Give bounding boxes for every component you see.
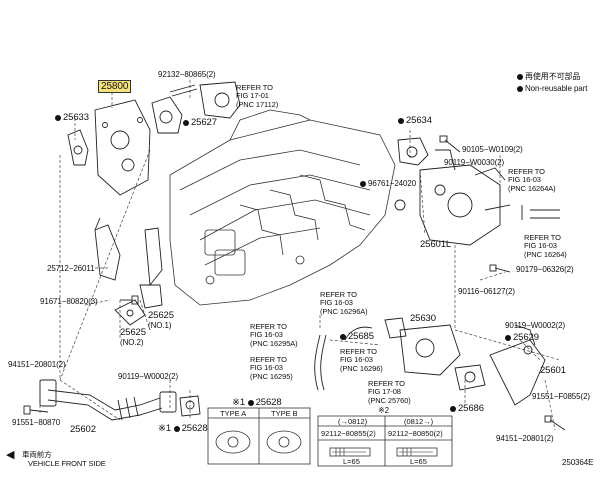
r1-l2: FIG 17-01 xyxy=(236,91,269,101)
part-25628b-num: 25628 xyxy=(248,397,282,408)
r3-l2: FIG 16-03 xyxy=(524,241,557,251)
part-25628-label[interactable]: ※1 25628 xyxy=(158,424,208,434)
r1-l3: (PNC 17112) xyxy=(236,99,279,109)
r3-l1: REFER TO xyxy=(524,233,561,242)
r8-l3: (PNC 25760) xyxy=(368,395,411,405)
r4-l1: REFER TO xyxy=(320,290,357,299)
part-91551b-label[interactable]: 91551−80870 xyxy=(12,418,61,427)
part-25712-label[interactable]: 25712−26011 xyxy=(47,264,95,273)
part-25625-no2-sub: (NO.2) xyxy=(120,338,144,347)
type-b-label: TYPE B xyxy=(271,409,298,418)
legend-nonreusable-text: Non-reusable part xyxy=(525,84,588,93)
part-25628-num: 25628 xyxy=(174,423,208,434)
legend-reusable: 再使用不可部品 xyxy=(517,72,580,81)
legend-nonreusable: Non-reusable part xyxy=(517,84,587,93)
r7-l1: REFER TO xyxy=(250,355,287,364)
part-25625-no1-label[interactable]: 25625 xyxy=(148,310,174,321)
part-96761-label[interactable]: 96761−24020 xyxy=(360,179,416,188)
part-25686-label[interactable]: 25686 xyxy=(450,404,484,414)
part-25628b-label[interactable]: ※1 25628 xyxy=(232,398,282,408)
part-25601L-label[interactable]: 25601L xyxy=(420,239,452,250)
part-25625-no1-sub: (NO.1) xyxy=(148,321,172,330)
r1-l1: REFER TO xyxy=(236,83,273,92)
vehicle-front-arrow-icon: ◀ xyxy=(6,449,15,461)
r8-l2: FIG 17-08 xyxy=(368,387,401,397)
table-part-92112-80855[interactable]: 92112−80855(2) xyxy=(321,429,376,438)
r6-l1: REFER TO xyxy=(340,347,377,356)
r3-l3: (PNC 16264) xyxy=(524,249,567,259)
part-91551a-label[interactable]: 91551−F0855(2) xyxy=(532,392,590,401)
legend-reusable-text: 再使用不可部品 xyxy=(525,72,581,81)
r5-l2: FIG 16-03 xyxy=(250,330,283,340)
r7-l2: FIG 16-03 xyxy=(250,363,283,373)
table-col2-header: (0812→) xyxy=(404,417,434,426)
table-col1-header: (→0812) xyxy=(338,417,368,426)
part-90116-label[interactable]: 90116−06127(2) xyxy=(458,287,515,296)
part-91671-label[interactable]: 91671−80820(3) xyxy=(40,297,98,306)
part-25602-label[interactable]: 25602 xyxy=(70,424,96,435)
marker1-b: ※1 xyxy=(232,397,246,408)
part-90179-label[interactable]: 90179−06326(2) xyxy=(516,265,574,274)
part-25625-no2-label[interactable]: 25625 xyxy=(120,327,146,338)
r2-l2: FIG 16-03 xyxy=(508,175,541,185)
table-dim2: L=65 xyxy=(410,457,427,466)
r2-l1: REFER TO xyxy=(508,167,545,176)
part-25627-label[interactable]: 25627 xyxy=(183,118,217,128)
part-94151a-label[interactable]: 94151−20801(2) xyxy=(496,434,554,443)
part-94151b-label[interactable]: 94151−20801(2) xyxy=(8,360,66,369)
figure-id: 250364E xyxy=(562,458,594,467)
r4-l2: FIG 16-03 xyxy=(320,298,353,308)
part-25800-label[interactable]: 25800 xyxy=(98,80,132,93)
type-a-label: TYPE A xyxy=(220,409,247,418)
table-dim1: L=65 xyxy=(343,457,360,466)
part-25634-label[interactable]: 25634 xyxy=(398,116,432,126)
part-25633-label[interactable]: 25633 xyxy=(55,113,89,123)
part-90105-label[interactable]: 90105−W0109(2) xyxy=(462,145,523,154)
r4-l3: (PNC 16296A) xyxy=(320,306,368,316)
vehicle-front-jp: 車両前方 xyxy=(22,450,52,459)
marker1-a: ※1 xyxy=(158,423,172,434)
vehicle-front-en: VEHICLE FRONT SIDE xyxy=(28,459,106,468)
part-92132-label[interactable]: 92132−80865(2) xyxy=(158,70,216,79)
part-25630-label[interactable]: 25630 xyxy=(410,313,436,324)
r6-l3: (PNC 16296) xyxy=(340,363,383,373)
r2-l3: (PNC 16264A) xyxy=(508,183,556,193)
part-90119b-label[interactable]: 90119−W0002(2) xyxy=(505,321,566,330)
part-90119a-label[interactable]: 90119−W0030(2) xyxy=(444,158,505,167)
r5-l1: REFER TO xyxy=(250,322,287,331)
marker2-label: ※2 xyxy=(378,406,389,415)
r8-l1: REFER TO xyxy=(368,379,405,388)
r7-l3: (PNC 16295) xyxy=(250,371,293,381)
r6-l2: FIG 16-03 xyxy=(340,355,373,365)
part-25685-label[interactable]: 25685 xyxy=(340,332,374,342)
part-90119c-label[interactable]: 90119−W0002(2) xyxy=(118,372,179,381)
table-part-92112-80850[interactable]: 92112−80850(2) xyxy=(388,429,443,438)
part-25601-label[interactable]: 25601 xyxy=(540,365,566,376)
part-25629-label[interactable]: 25629 xyxy=(505,333,539,343)
r5-l3: (PNC 16295A) xyxy=(250,338,298,348)
